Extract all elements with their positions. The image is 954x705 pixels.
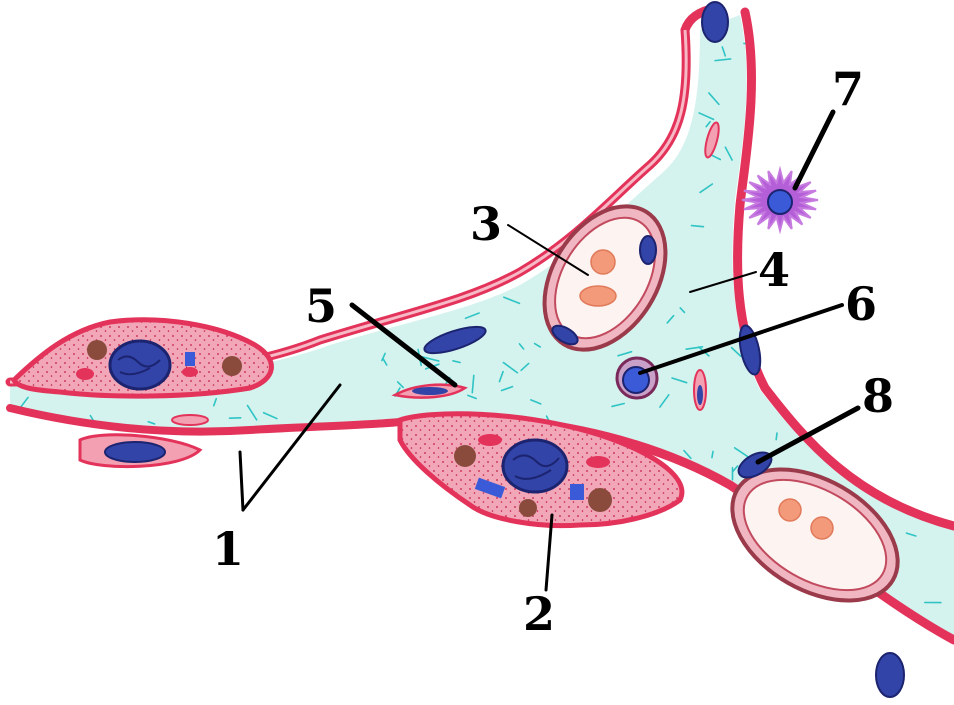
lamellar-body — [222, 356, 242, 376]
label-7: 7 — [832, 62, 864, 116]
red-blood-cell — [580, 286, 616, 306]
mitochondrion — [182, 367, 198, 377]
leader-7 — [795, 112, 833, 188]
label-6: 6 — [845, 277, 877, 331]
label-1: 1 — [212, 522, 244, 576]
red-blood-cell — [811, 517, 833, 539]
type2-cell-left — [14, 320, 271, 396]
endothelial-nucleus — [640, 236, 656, 264]
label-8: 8 — [862, 369, 894, 423]
flat-nucleus — [876, 653, 904, 697]
lamellar-body — [519, 499, 537, 517]
mitochondrion — [478, 434, 502, 446]
leukocyte — [617, 358, 657, 398]
fiber — [712, 451, 713, 457]
fiber — [776, 433, 777, 440]
lamellar-body — [588, 488, 612, 512]
organelle — [570, 484, 584, 500]
mitochondrion — [76, 368, 94, 380]
flat-nucleus — [702, 2, 728, 42]
label-5: 5 — [305, 279, 337, 333]
fiber — [692, 226, 704, 227]
red-blood-cell — [591, 250, 615, 274]
label-2: 2 — [523, 587, 555, 641]
nucleus — [503, 440, 567, 492]
lamellar-body — [87, 340, 107, 360]
label-4: 4 — [758, 243, 790, 297]
macrophage-nucleus — [768, 190, 792, 214]
mitochondrion — [586, 456, 610, 468]
alveolar-macrophage — [742, 170, 818, 231]
label-3: 3 — [470, 197, 502, 251]
organelle — [185, 352, 195, 366]
red-blood-cell — [779, 499, 801, 521]
lamellar-body — [454, 445, 476, 467]
leader-1a — [240, 452, 243, 510]
